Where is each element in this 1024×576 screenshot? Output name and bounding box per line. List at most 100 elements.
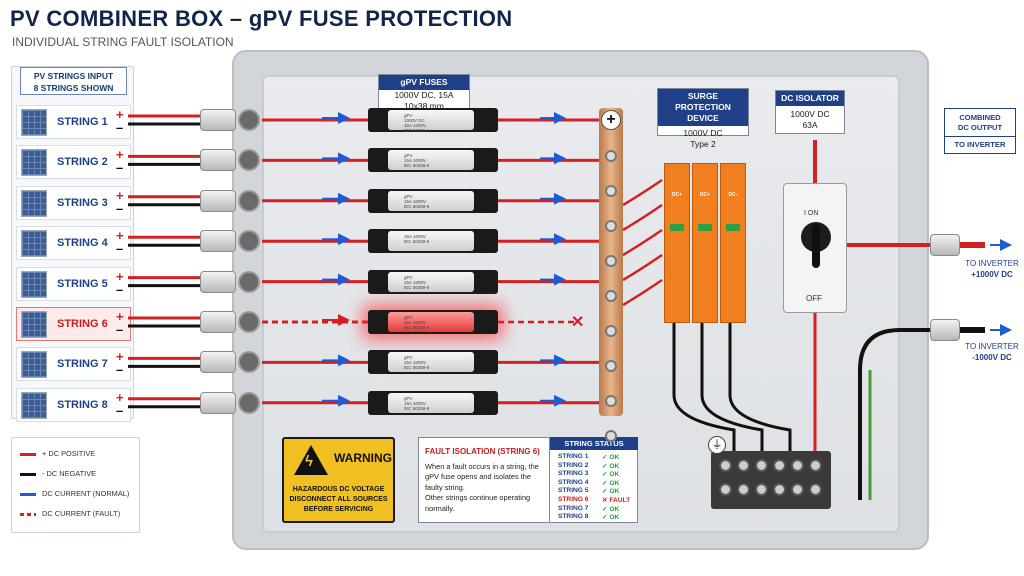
- combined-output-sub: TO INVERTER: [954, 140, 1006, 149]
- lightning-bolt-icon: ϟ: [305, 453, 313, 470]
- fault-isolation-panel: FAULT ISOLATION (STRING 6) When a fault …: [418, 437, 638, 523]
- warning-triangle-icon: [294, 445, 328, 475]
- output-terminal-block: [711, 451, 831, 509]
- combined-output-title-line1: COMBINED: [959, 113, 1001, 122]
- page-title: PV COMBINER BOX – gPV FUSE PROTECTION: [10, 6, 513, 31]
- positive-terminal-symbol: +: [116, 389, 124, 405]
- cable-gland: [200, 189, 236, 212]
- string-status-name: STRING 2: [558, 461, 589, 469]
- string-status-value: ✕ FAULT: [602, 497, 631, 504]
- pv-strings-header-line2: 8 STRINGS SHOWN: [33, 83, 114, 93]
- dc-isolator-callout-line1: 1000V DC: [790, 109, 830, 119]
- gland-nut: [238, 149, 260, 172]
- negative-terminal-symbol: –: [116, 281, 124, 297]
- combined-output-title-line2: DC OUTPUT: [957, 123, 1003, 132]
- gland-nut: [238, 311, 260, 333]
- negative-terminal-symbol: –: [116, 322, 124, 337]
- output-negative-label: TO INVERTER-1000V DC: [962, 341, 1022, 363]
- busbar-bolt: [605, 430, 617, 442]
- negative-output-wire: [858, 328, 940, 500]
- warning-label: ϟ WARNING HAZARDOUS DC VOLTAGE DISCONNEC…: [282, 437, 395, 523]
- spd-module-2-label: DC+: [699, 192, 711, 198]
- busbar-to-spd-link: [622, 203, 663, 232]
- positive-terminal-symbol: +: [116, 107, 124, 122]
- fault-isolation-text: When a fault occurs in a string, the gPV…: [425, 462, 549, 514]
- string-status-value: ✓ OK: [602, 488, 620, 496]
- string-status-row: STRING 2✓ OK: [558, 461, 619, 470]
- warning-text: HAZARDOUS DC VOLTAGE DISCONNECT ALL SOUR…: [287, 485, 390, 515]
- string-row: STRING 5: [16, 266, 131, 301]
- terminal-screw: [719, 483, 732, 496]
- legend-label: DC CURRENT (NORMAL): [42, 489, 130, 498]
- busbar-to-spd-link: [622, 278, 663, 307]
- terminal-screw: [809, 483, 822, 496]
- solar-panel-icon: [21, 149, 47, 177]
- output-positive-line1: TO INVERTER: [965, 259, 1019, 268]
- legend-label: - DC NEGATIVE: [42, 469, 97, 478]
- busbar-to-spd-link: [622, 228, 663, 257]
- negative-terminal-symbol: –: [116, 160, 124, 176]
- busbar-bolt: [605, 255, 617, 267]
- string-status-name: STRING 5: [558, 487, 589, 495]
- positive-terminal-symbol: +: [116, 309, 124, 324]
- spd-status-window: [670, 224, 684, 231]
- negative-terminal-symbol: –: [116, 120, 124, 135]
- dc-isolator-callout-line2: 63A: [802, 120, 818, 130]
- legend-swatch: [20, 473, 36, 476]
- legend-swatch: [20, 453, 36, 456]
- string-status-row: STRING 8✓ OK: [558, 513, 619, 521]
- spd-callout-title-line2: DEVICE: [687, 113, 719, 123]
- spd-callout-line2: Type 2: [690, 139, 716, 149]
- solar-panel-icon: [21, 230, 47, 258]
- gland-nut: [238, 391, 260, 414]
- warning-title: WARNING: [334, 451, 392, 465]
- terminal-screw: [737, 459, 750, 472]
- dc-isolator-switch[interactable]: I ON OFF: [783, 183, 847, 313]
- terminal-screw: [773, 459, 786, 472]
- terminal-screw: [755, 459, 768, 472]
- string-label: STRING 2: [57, 156, 108, 169]
- terminal-screw: [737, 483, 750, 496]
- terminal-screw: [791, 483, 804, 496]
- spd-status-window: [726, 224, 740, 231]
- string-status-value: ✓ OK: [602, 471, 620, 479]
- positive-terminal-symbol: +: [116, 268, 124, 284]
- solar-panel-icon: [21, 391, 47, 419]
- spd-ground-wire: [700, 323, 764, 460]
- negative-terminal-symbol: –: [116, 402, 124, 418]
- busbar-bolt: [605, 220, 617, 232]
- string-row: STRING 1: [16, 105, 131, 139]
- spd-status-window: [698, 224, 712, 231]
- isolator-handle[interactable]: [812, 224, 820, 268]
- cable-gland: [930, 234, 960, 256]
- terminal-screw: [791, 459, 804, 472]
- output-negative-line2: -1000V DC: [972, 353, 1012, 362]
- terminal-screw: [773, 483, 786, 496]
- busbar-bolt: [605, 395, 617, 407]
- string-label: STRING 3: [57, 196, 108, 209]
- gpv-fuses-callout-line2: 10x38 mm: [404, 101, 444, 111]
- string-status-row: STRING 3✓ OK: [558, 470, 619, 478]
- pv-strings-panel: PV STRINGS INPUT 8 STRINGS SHOWN STRING …: [11, 66, 134, 422]
- cable-gland: [200, 351, 236, 374]
- solar-panel-icon: [21, 109, 47, 136]
- legend-label: + DC POSITIVE: [42, 449, 96, 458]
- spd-module-1-label: DC+: [671, 192, 683, 198]
- string-status-title: STRING STATUS: [550, 437, 638, 450]
- warning-line3: BEFORE SERVICING: [303, 506, 374, 513]
- spd-callout-title-line1: SURGE PROTECTION: [675, 91, 731, 112]
- spd-module-3: DC-: [720, 163, 746, 323]
